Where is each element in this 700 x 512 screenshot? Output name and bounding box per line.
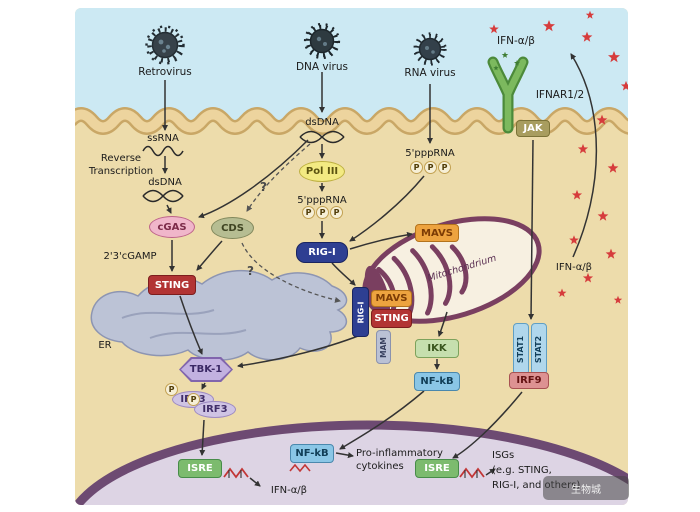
dna-virus-label: DNA virus [295,61,349,73]
rigi-node: RIG-I [296,242,348,263]
phosphate-badge: P [187,393,200,406]
jak-node: JAK [516,120,550,137]
nfkb-node-nucleus: NF-kB [290,444,334,463]
ifn-nucleus-label: IFN-α/β [270,485,308,496]
sting-node-er: STING [148,275,196,295]
dsdna-mid-label: dsDNA [305,117,339,128]
arrows [162,53,598,487]
ifn-secreted-label: IFN-α/β [555,262,593,273]
phosphate-badge: P [330,206,343,219]
ppprna-right-label: 5'pppRNA [405,148,455,159]
dashed-arrows [241,143,341,303]
mavs-node-complex: MAVS [371,290,412,307]
cgamp-label: 2'3'cGAMP [103,251,157,262]
rigi-node-complex: RIG-I [352,287,369,337]
irf9-node: IRF9 [509,372,549,389]
phosphate-badge: P [438,161,451,174]
mavs-node-mito: MAVS [415,224,459,242]
promoter-dna-glyphs [223,463,485,479]
phosphate-badge: P [165,383,178,396]
phosphate-badge: P [316,206,329,219]
phosphate-badge: P [302,206,315,219]
ssrna-label: ssRNA [147,133,179,144]
tbk1-node: TBK-1 [179,357,233,382]
phosphate-badge: P [410,161,423,174]
stat1-node: STAT1 [513,323,529,375]
watermark: 生物城 [543,476,629,500]
pol3-node: Pol III [299,161,345,182]
nucleus-shape [75,420,628,505]
ifn-extracellular-label: IFN-α/β [497,35,535,47]
retrovirus-label: Retrovirus [138,66,192,78]
ifnar-label: IFNAR1/2 [535,89,585,101]
nfkb-node-cytoplasm: NF-kB [414,372,460,391]
dna-virus-icon [303,22,341,60]
isre-node-right: ISRE [415,459,459,478]
question-mark-2: ? [247,264,254,278]
cds-node: CDS [211,217,254,239]
reverse-transcription-label: Reverse Transcription [88,153,154,177]
ikk-node: IKK [415,339,459,358]
sting-node-complex: STING [371,309,412,328]
mam-node: MAM [376,330,391,364]
irf3-node-2: IRF3 [194,401,236,418]
question-mark-1: ? [260,180,267,194]
rna-virus-label: RNA virus [404,67,456,79]
ppprna-mid-label: 5'pppRNA [297,195,347,206]
phosphate-badge: P [424,161,437,174]
ifnar-receptor-icon [487,56,529,134]
er-label: ER [98,340,112,351]
isre-node-left: ISRE [178,459,222,478]
stat2-node: STAT2 [531,323,547,375]
retrovirus-icon [145,25,185,65]
cytokines-label: Pro-inflammatory cytokines [356,448,443,472]
cgas-node: cGAS [149,216,195,238]
dsdna-left-label: dsDNA [148,177,182,188]
